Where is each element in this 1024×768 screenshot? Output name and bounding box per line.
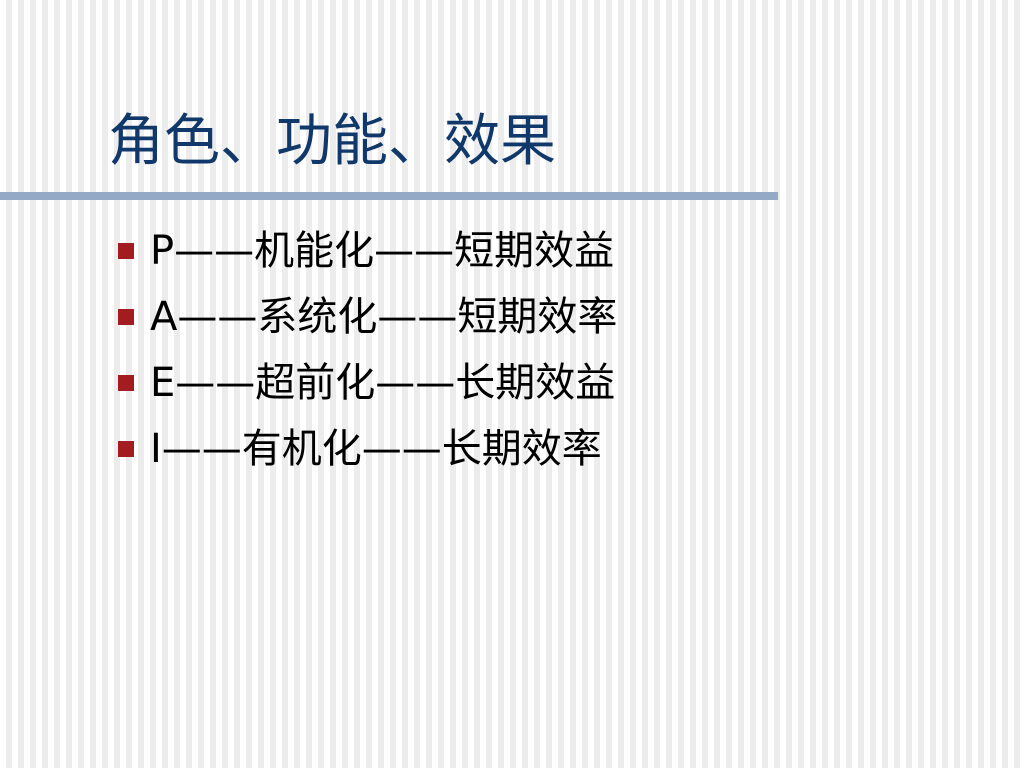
bullet-list: P——机能化——短期效益 A——系统化——短期效率 E——超前化——长期效益 I… (118, 218, 617, 482)
square-bullet-icon (118, 309, 134, 325)
square-bullet-icon (118, 441, 134, 457)
list-item: P——机能化——短期效益 (118, 218, 617, 284)
slide-title: 角色、功能、效果 (108, 109, 556, 174)
list-item: I——有机化——长期效率 (118, 416, 617, 482)
square-bullet-icon (118, 243, 134, 259)
list-item: E——超前化——长期效益 (118, 350, 617, 416)
list-item: A——系统化——短期效率 (118, 284, 617, 350)
bullet-text: I——有机化——长期效率 (150, 426, 602, 472)
bullet-text: P——机能化——短期效益 (150, 228, 615, 274)
title-divider (0, 192, 778, 200)
bullet-text: E——超前化——长期效益 (150, 360, 616, 406)
bullet-text: A——系统化——短期效率 (150, 294, 618, 340)
square-bullet-icon (118, 375, 134, 391)
